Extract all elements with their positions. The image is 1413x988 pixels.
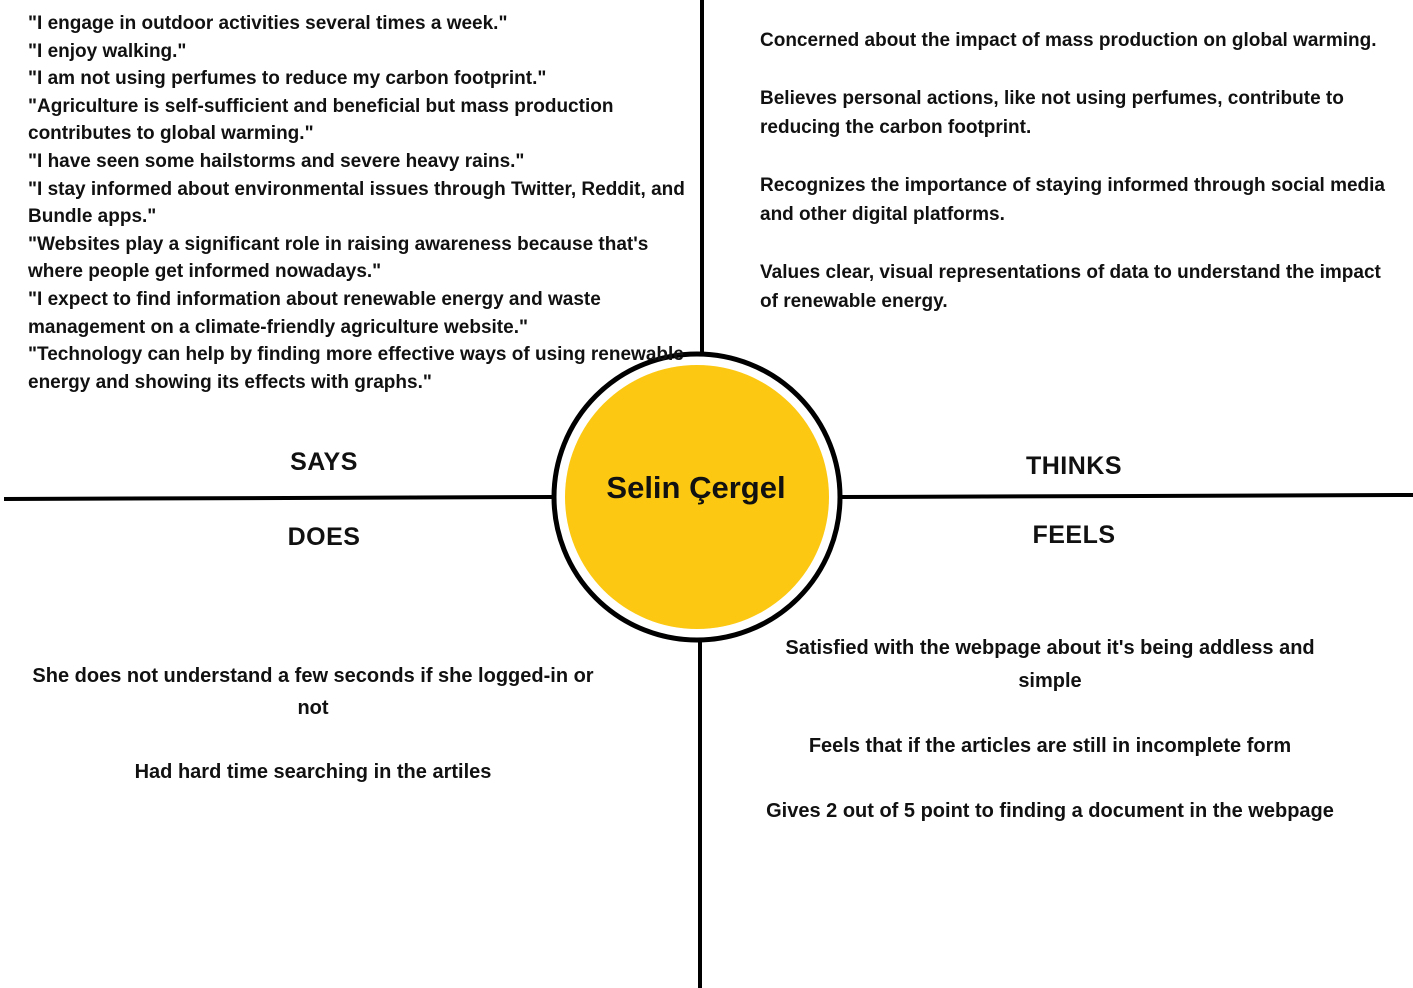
horizontal-divider-right: [841, 493, 1413, 499]
says-item: "I stay informed about environmental iss…: [28, 178, 685, 228]
says-quadrant: "I engage in outdoor activities several …: [28, 10, 688, 396]
does-quadrant: She does not understand a few seconds if…: [28, 660, 598, 820]
does-item: Had hard time searching in the artiles: [134, 761, 492, 783]
says-item: "I expect to find information about rene…: [28, 288, 601, 338]
feels-label: FEELS: [1032, 521, 1116, 549]
horizontal-divider-left: [3, 495, 554, 501]
says-item: "Websites play a significant role in rai…: [28, 233, 649, 283]
feels-item: Feels that if the articles are still in …: [808, 735, 1292, 757]
says-item: "Agriculture is self-sufficient and bene…: [28, 95, 614, 145]
thinks-item: Believes personal actions, like not usin…: [760, 88, 1344, 138]
does-label: DOES: [287, 523, 361, 551]
thinks-quadrant: Concerned about the impact of mass produ…: [760, 26, 1390, 345]
says-label: SAYS: [290, 448, 358, 476]
thinks-label: THINKS: [1025, 452, 1123, 480]
says-item: "I enjoy walking.": [28, 40, 187, 62]
feels-quadrant: Satisfied with the webpage about it's be…: [760, 632, 1340, 860]
says-item: "Technology can help by finding more eff…: [28, 344, 684, 393]
does-item: She does not understand a few seconds if…: [32, 665, 594, 719]
thinks-item: Concerned about the impact of mass produ…: [760, 30, 1377, 51]
persona-name: Selin Çergel: [606, 470, 786, 505]
thinks-item: Values clear, visual representations of …: [760, 262, 1381, 312]
says-item: "I have seen some hailstorms and severe …: [28, 150, 525, 172]
center-yellow-circle: [565, 365, 829, 629]
says-item: "I am not using perfumes to reduce my ca…: [28, 68, 547, 90]
thinks-item: Recognizes the importance of staying inf…: [760, 175, 1385, 225]
says-item: "I engage in outdoor activities several …: [28, 13, 508, 34]
feels-item: Satisfied with the webpage about it's be…: [785, 637, 1315, 692]
feels-item: Gives 2 out of 5 point to finding a docu…: [766, 800, 1334, 822]
